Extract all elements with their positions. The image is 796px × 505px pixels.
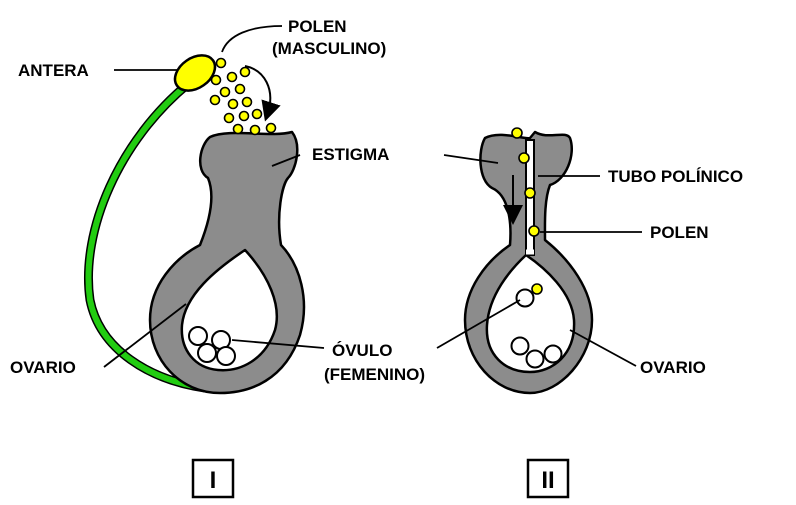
panel-one-flower [88, 48, 303, 393]
label-ovario-right: OVARIO [640, 358, 706, 377]
ovule [527, 351, 544, 368]
ovule [217, 347, 235, 365]
label-ovulo-1: ÓVULO [332, 341, 392, 360]
label-estigma: ESTIGMA [312, 145, 389, 164]
ovule [189, 327, 207, 345]
pollen-grain [512, 128, 522, 138]
svg-text:II: II [541, 467, 554, 494]
label-antera: ANTERA [18, 61, 89, 80]
panel-label-one: I [193, 460, 233, 497]
panel-two-flower [465, 128, 592, 393]
svg-text:I: I [210, 467, 217, 494]
pollen-grain [532, 284, 542, 294]
ovule [512, 338, 529, 355]
label-ovulo-2: (FEMENINO) [324, 365, 425, 384]
ovule [198, 344, 216, 362]
label-pollen-masculino-2: (MASCULINO) [272, 39, 386, 58]
label-pollen-masculino-1: POLEN [288, 17, 347, 36]
pollen-grain [529, 226, 539, 236]
ovule [545, 346, 562, 363]
pollen-grains [211, 59, 276, 135]
ovule [517, 290, 534, 307]
label-polen: POLEN [650, 223, 709, 242]
pollen-grain [519, 153, 529, 163]
panel-label-two: II [528, 460, 568, 497]
label-ovario-left: OVARIO [10, 358, 76, 377]
label-tubo-polinico: TUBO POLÍNICO [608, 167, 743, 186]
pollen-grain [525, 188, 535, 198]
